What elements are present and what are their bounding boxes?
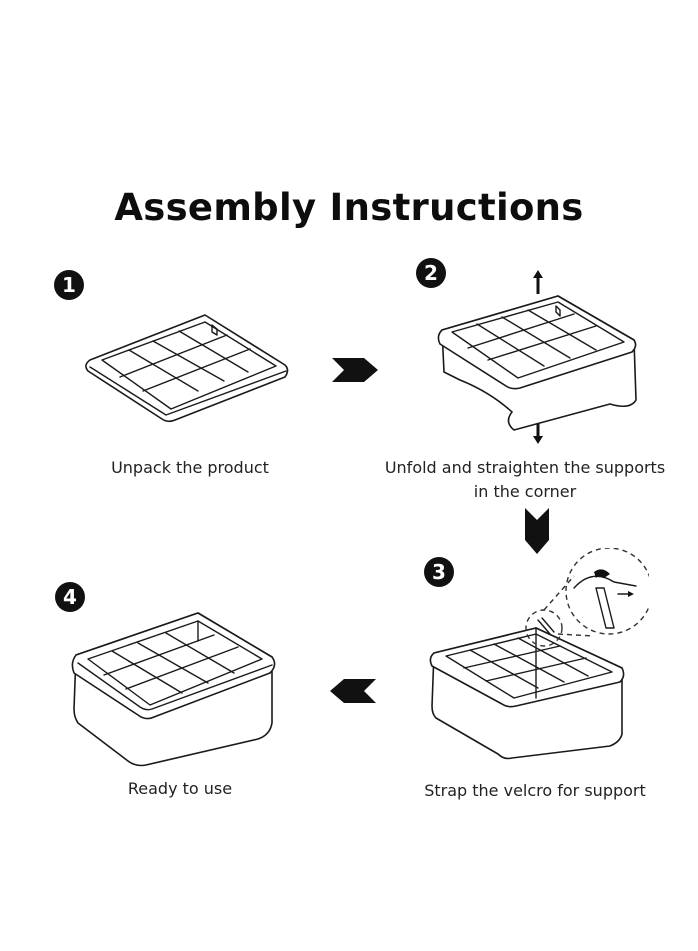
step-2-unfolding-organizer-illustration — [437, 270, 637, 444]
step-3-velcro-strap-illustration — [429, 548, 649, 760]
step-4-assembled-organizer-illustration — [71, 612, 276, 767]
step-1-caption: Unpack the product — [111, 458, 269, 477]
step-3-badge: 3 — [424, 557, 454, 587]
page-title: Assembly Instructions — [114, 186, 584, 229]
step-2-caption-line1: Unfold and straighten the supports — [384, 458, 666, 477]
step-4-caption: Ready to use — [127, 779, 233, 798]
step-3-caption: Strap the velcro for support — [424, 781, 646, 800]
step-2-caption-line2: in the corner — [473, 482, 577, 501]
step-2-badge: 2 — [416, 258, 446, 288]
arrow-right-icon — [332, 358, 378, 382]
step-4-badge: 4 — [55, 582, 85, 612]
arrow-left-icon — [330, 679, 376, 703]
arrow-down-icon — [525, 508, 549, 554]
step-1-flat-organizer-illustration — [85, 314, 289, 423]
step-1-badge: 1 — [54, 270, 84, 300]
